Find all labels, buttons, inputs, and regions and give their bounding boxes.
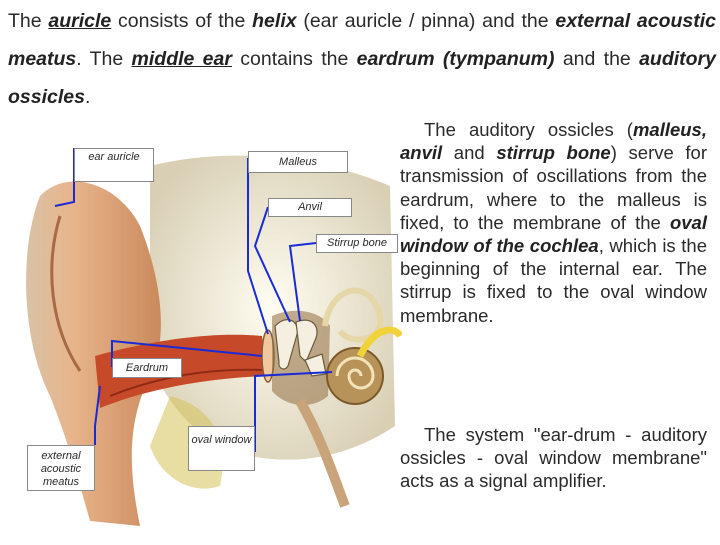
term-stirrup-bone: stirrup bone xyxy=(496,142,611,164)
leader-anvil xyxy=(253,206,291,323)
helix-fold xyxy=(50,215,82,372)
term-eardrum: eardrum (tympanum) xyxy=(356,48,555,70)
auricle-shape xyxy=(26,181,161,527)
term-middle-ear: middle ear xyxy=(131,48,232,70)
term-malleus-anvil: malleus, anvil xyxy=(400,119,707,164)
term-auditory-ossicles: auditory ossicles xyxy=(8,48,716,108)
anvil-bone xyxy=(295,319,318,364)
term-external-acoustic-meatus: external acoustic meatus xyxy=(8,10,717,70)
semicircular-canal xyxy=(322,287,384,343)
ossicles-paragraph: The auditory ossicles (malleus, anvil an… xyxy=(400,119,707,326)
auditory-nerve xyxy=(356,326,404,358)
ear-anatomy-figure: ear auricle Malleus Anvil Stirrup bone E… xyxy=(0,126,404,540)
label-eardrum: Eardrum xyxy=(112,358,182,378)
term-helix: helix xyxy=(252,10,297,32)
eustachian-tube xyxy=(295,398,350,508)
label-external-acoustic-meatus: external acoustic meatus xyxy=(27,445,95,491)
leader-external-meatus xyxy=(94,385,101,445)
label-ear-auricle: ear auricle xyxy=(74,148,154,182)
label-oval-window: oval window xyxy=(188,426,255,471)
ear-anatomy-illustration xyxy=(26,148,404,527)
leader-stirrup xyxy=(288,242,317,322)
leader-malleus xyxy=(247,158,269,335)
intro-paragraph: The auricle consists of the helix (ear a… xyxy=(8,10,717,108)
stirrup-bone-shape xyxy=(304,353,327,377)
term-oval-window: oval window of the cochlea xyxy=(400,211,707,257)
term-auricle: auricle xyxy=(48,10,112,32)
label-stirrup-bone: Stirrup bone xyxy=(316,234,398,253)
canal-shadow xyxy=(109,368,263,397)
label-malleus: Malleus xyxy=(248,151,348,173)
cochlea-shape xyxy=(326,347,384,405)
cochlea-spiral xyxy=(335,356,375,390)
malleus-bone xyxy=(274,319,299,370)
label-anvil: Anvil xyxy=(268,198,352,217)
amplifier-paragraph: The system "ear-drum - auditory ossicles… xyxy=(400,424,707,492)
leader-oval-window xyxy=(254,371,333,452)
